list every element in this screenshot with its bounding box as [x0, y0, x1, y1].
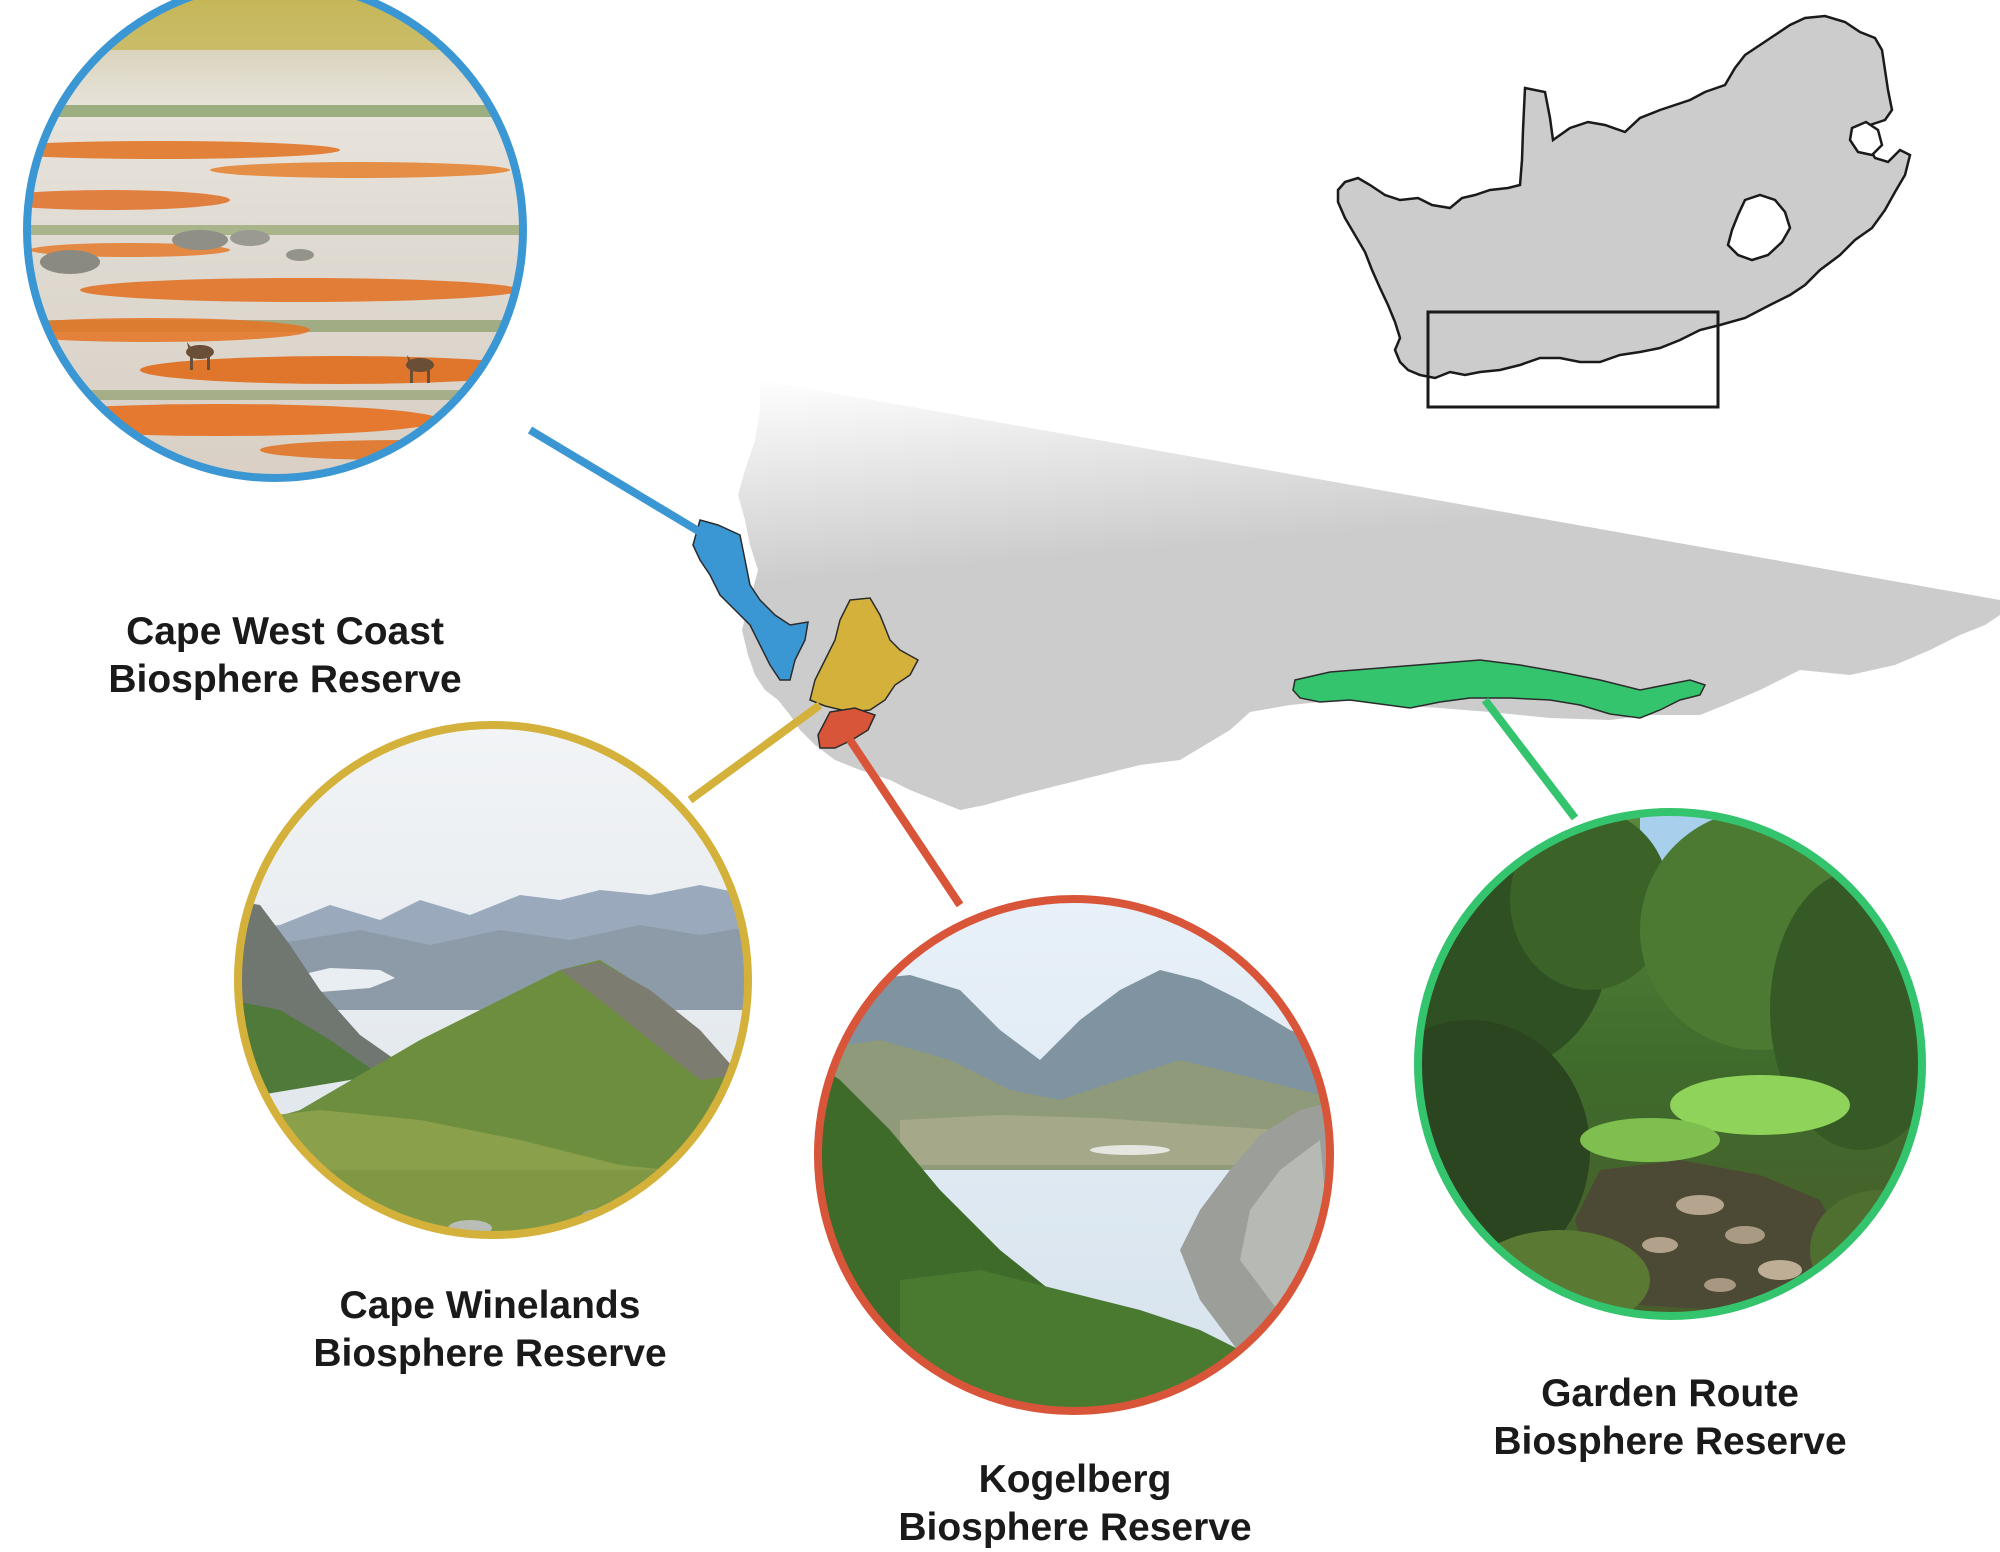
garden-route-label: Garden Route Biosphere Reserve	[1425, 1370, 1915, 1466]
antelope-icon	[186, 342, 214, 370]
kogelberg-connector	[846, 737, 964, 908]
cape-west-coast-label-line1: Cape West Coast	[126, 610, 444, 653]
cape-winelands-connector	[687, 701, 823, 804]
south-africa-outline	[1336, 14, 1912, 380]
garden-route-photo	[1414, 808, 1926, 1320]
cape-west-coast-photo	[23, 0, 527, 482]
kogelberg-label: Kogelberg Biosphere Reserve	[830, 1456, 1320, 1552]
kogelberg-label-line1: Kogelberg	[978, 1458, 1172, 1501]
kogelberg-label-line2: Biosphere Reserve	[898, 1506, 1252, 1549]
western-cape-landmass	[738, 380, 2000, 810]
eswatini-outline	[1848, 120, 1884, 157]
cape-winelands-label-line1: Cape Winelands	[339, 1284, 641, 1327]
garden-route-label-line2: Biosphere Reserve	[1493, 1420, 1847, 1463]
cape-west-coast-connector	[527, 426, 708, 539]
cape-west-coast-label-line2: Biosphere Reserve	[108, 658, 462, 701]
cape-winelands-photo	[234, 721, 752, 1239]
kogelberg-photo	[814, 895, 1334, 1415]
cape-west-coast-label: Cape West Coast Biosphere Reserve	[40, 608, 530, 704]
study-area-rectangle	[1426, 310, 1720, 409]
cape-winelands-reserve-area	[809, 597, 920, 713]
garden-route-connector	[1481, 697, 1579, 821]
garden-route-reserve-area	[1292, 659, 1707, 719]
cape-winelands-label-line2: Biosphere Reserve	[313, 1332, 667, 1375]
lesotho-outline	[1726, 193, 1792, 262]
south-africa-inset-map	[1336, 14, 1912, 409]
cape-winelands-label: Cape Winelands Biosphere Reserve	[245, 1282, 735, 1378]
cape-west-coast-reserve-area	[692, 519, 809, 681]
antelope-icon	[406, 355, 434, 383]
garden-route-label-line1: Garden Route	[1541, 1372, 1799, 1415]
